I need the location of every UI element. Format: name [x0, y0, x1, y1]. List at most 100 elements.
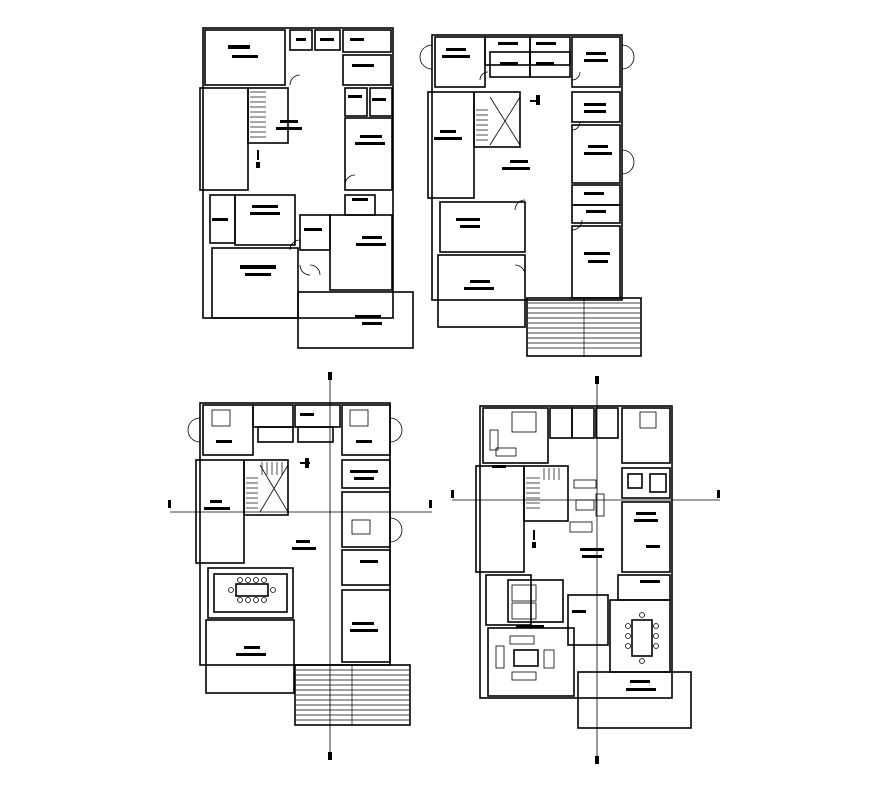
room-label	[320, 38, 334, 41]
room-label	[456, 218, 480, 221]
room-label	[492, 465, 506, 468]
room-label	[245, 273, 271, 276]
section-marker	[595, 756, 599, 764]
room-label	[502, 167, 530, 170]
room-label	[630, 680, 650, 683]
section-marker	[717, 490, 720, 498]
room-label	[362, 236, 382, 239]
room-label	[352, 64, 374, 67]
bed-icon	[511, 411, 657, 620]
room-label	[240, 265, 276, 269]
room-label	[362, 322, 382, 325]
room-label	[636, 512, 656, 515]
room-label	[440, 130, 456, 133]
room-label	[442, 55, 470, 58]
room-label	[584, 59, 608, 62]
room-label	[228, 45, 250, 49]
north-arrow	[536, 95, 540, 105]
room-label	[354, 477, 374, 480]
room-label	[470, 280, 490, 283]
staircase	[250, 91, 266, 138]
room-label	[360, 135, 382, 138]
section-marker	[328, 752, 332, 760]
room-label	[352, 622, 374, 625]
room-label	[500, 62, 518, 65]
room-label	[572, 610, 586, 613]
entrance-steps	[526, 297, 642, 357]
staircase	[246, 462, 283, 509]
staircase	[476, 109, 488, 141]
bed-icon	[211, 409, 371, 535]
section-marker	[328, 372, 332, 380]
room-label	[216, 440, 232, 443]
room-label	[626, 688, 656, 691]
section-marker	[595, 376, 599, 384]
room-label	[250, 212, 280, 215]
north-arrow	[530, 100, 540, 102]
room-label	[584, 110, 606, 113]
room-label	[296, 38, 306, 41]
room-label	[582, 555, 602, 558]
room-label	[498, 42, 518, 45]
room-label	[352, 198, 368, 201]
floor-plan-top-right	[419, 34, 642, 357]
room-label	[516, 625, 544, 628]
room-label	[588, 260, 608, 263]
room-label	[212, 218, 228, 221]
room-label	[372, 98, 386, 101]
north-arrow	[257, 150, 259, 160]
room-label	[580, 548, 604, 551]
room-label	[304, 228, 322, 231]
north-arrow	[533, 530, 535, 540]
room-label	[252, 205, 278, 208]
room-label	[276, 127, 302, 130]
room-label	[460, 225, 480, 228]
coffee-table-icon	[513, 649, 539, 667]
room-label	[236, 653, 266, 656]
room-label	[300, 413, 314, 416]
section-marker	[451, 490, 454, 498]
entrance-steps	[294, 664, 411, 726]
room-label	[640, 580, 660, 583]
room-label	[536, 62, 554, 65]
room-label	[586, 210, 606, 213]
room-label	[232, 55, 258, 58]
room-label	[586, 52, 606, 55]
north-arrow	[305, 458, 309, 468]
room-label	[584, 252, 610, 255]
room-label	[355, 142, 385, 145]
room-label	[646, 545, 660, 548]
room-label	[446, 48, 466, 51]
room-label	[356, 440, 372, 443]
room-label	[350, 38, 364, 41]
room-label	[464, 287, 494, 290]
room-label	[536, 42, 556, 45]
room-label	[292, 547, 316, 550]
room-label	[350, 470, 378, 473]
room-label	[296, 540, 310, 543]
room-label	[210, 500, 222, 503]
section-marker	[429, 500, 432, 508]
north-arrow	[532, 542, 536, 548]
room-label	[510, 160, 528, 163]
north-arrow	[256, 162, 260, 168]
room-label	[434, 137, 462, 140]
room-label	[588, 145, 608, 148]
room-label	[204, 507, 230, 510]
room-label	[356, 243, 386, 246]
room-label	[634, 519, 658, 522]
dining-table-icon	[625, 612, 659, 664]
room-label	[584, 192, 604, 195]
section-marker	[168, 500, 171, 508]
dining-table-icon	[228, 577, 276, 603]
room-label	[244, 646, 260, 649]
room-label	[280, 120, 298, 123]
floor-plan-bottom-right	[451, 376, 720, 764]
floor-plan-bottom-left	[168, 372, 432, 760]
floor-plan-top-left	[199, 27, 414, 349]
room-label	[584, 152, 612, 155]
staircase	[526, 468, 560, 509]
room-label	[348, 95, 362, 98]
room-label	[584, 103, 606, 106]
